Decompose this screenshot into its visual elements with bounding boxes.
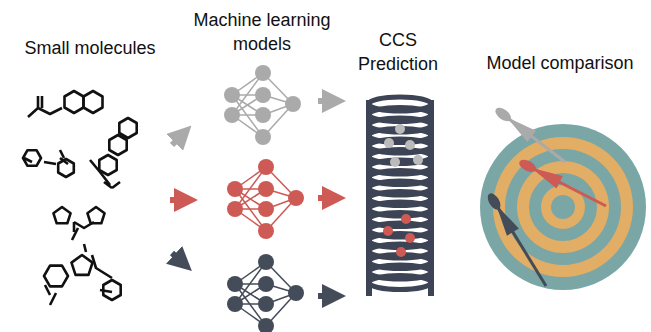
molecule-drawings [23,91,137,305]
target [480,105,646,290]
flow-arrows [170,101,334,296]
section-heading: Machine learning models [172,8,352,56]
section-heading: Small molecules [5,36,175,60]
ccs-coil [366,97,434,296]
neural-networks [224,65,304,332]
section-heading: CCS Prediction [343,28,453,76]
section-heading: Model comparison [475,51,645,75]
